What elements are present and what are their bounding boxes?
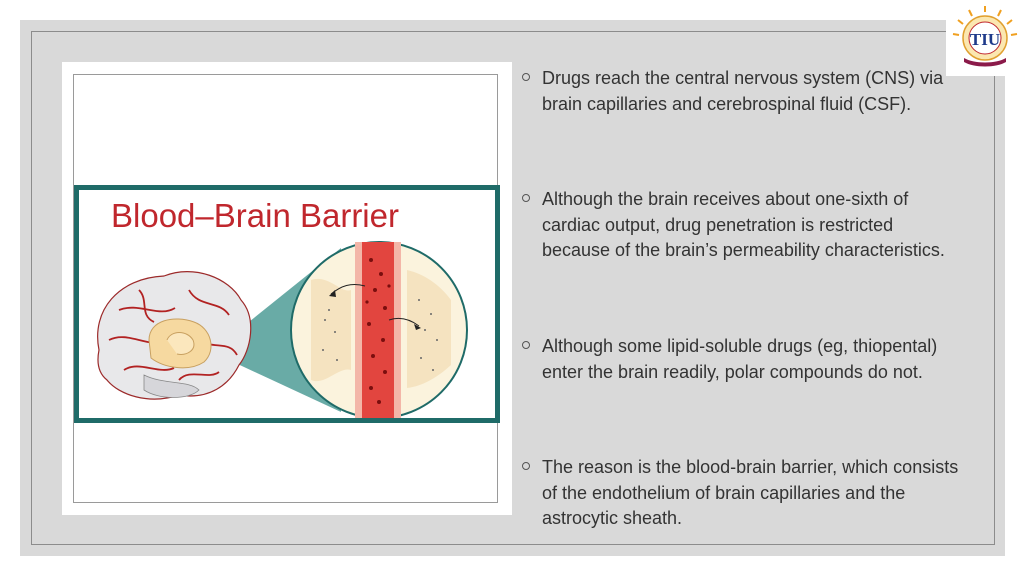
blood-brain-barrier-figure: Blood–Brain Barrier [74, 185, 500, 423]
bullet-marker [522, 194, 530, 202]
bullet-item: Drugs reach the central nervous system (… [522, 66, 962, 117]
bullet-marker [522, 341, 530, 349]
brain-illustration [97, 271, 252, 400]
university-seal-logo: TIU [946, 0, 1024, 76]
bullet-text: The reason is the blood-brain barrier, w… [542, 457, 959, 528]
logo-sunburst [952, 6, 1018, 36]
bullet-item: Although the brain receives about one-si… [522, 187, 962, 264]
bullet-marker [522, 462, 530, 470]
bullet-item: Although some lipid-soluble drugs (eg, t… [522, 334, 962, 385]
capillary-zoom-circle [290, 241, 468, 418]
bullet-item: The reason is the blood-brain barrier, w… [522, 455, 962, 532]
bullet-marker [522, 73, 530, 81]
bullet-text: Although the brain receives about one-si… [542, 189, 945, 260]
bullet-text: Drugs reach the central nervous system (… [542, 68, 944, 114]
figure-title: Blood–Brain Barrier [111, 197, 399, 234]
logo-text: TIU [970, 30, 1000, 49]
bullet-text: Although some lipid-soluble drugs (eg, t… [542, 336, 938, 382]
